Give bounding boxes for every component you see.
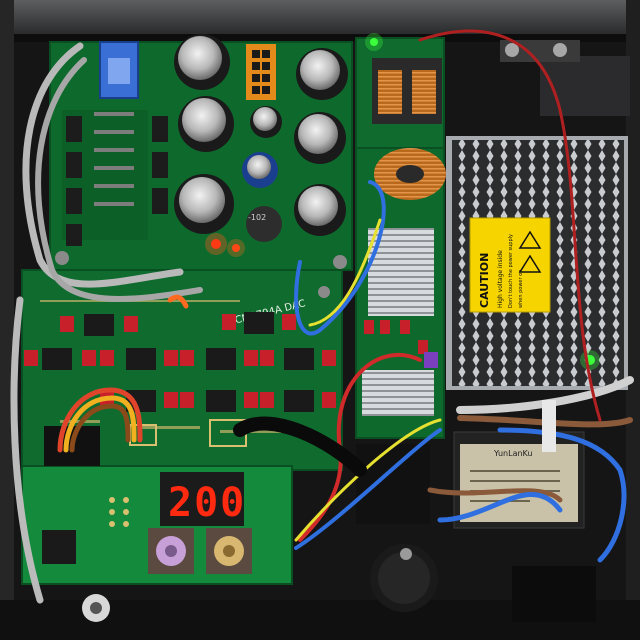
volume-display: 200 <box>168 480 246 526</box>
cable-tie <box>542 400 556 452</box>
chassis-left-wall <box>0 0 14 640</box>
upper-board: -102 <box>49 34 353 298</box>
warning-triangle-icon <box>518 230 542 249</box>
rotary-encoder-right <box>206 528 252 574</box>
caution-line3: when power on <box>518 270 524 308</box>
regulator-board <box>355 33 446 439</box>
caution-line2: Don't touch the power supply <box>508 234 514 308</box>
iec-inlet <box>512 566 596 622</box>
status-led-green <box>370 38 378 46</box>
power-inductor <box>246 206 282 242</box>
chassis-top-wall <box>0 0 640 34</box>
rotary-encoder-left <box>148 528 194 574</box>
xlr-connector <box>356 444 438 612</box>
heatsink-lower <box>362 370 434 416</box>
display-board: 200 <box>21 426 293 585</box>
orange-connector <box>246 44 276 100</box>
foam-pad <box>540 56 630 116</box>
electrolytic-capacitors <box>174 34 348 236</box>
display-controller-ic <box>42 530 76 564</box>
opamp-ics <box>42 312 314 412</box>
power-supply: CAUTION High voltage inside Don't touch … <box>446 136 628 390</box>
shock-hazard-icon <box>518 254 542 273</box>
inductor-marking: -102 <box>248 213 266 222</box>
led-display-bezel <box>160 472 244 526</box>
chassis-right-wall <box>626 0 640 640</box>
caution-title: CAUTION <box>478 253 491 308</box>
caution-line1: High voltage inside <box>497 250 504 308</box>
caution-label: CAUTION High voltage inside Don't touch … <box>469 217 551 313</box>
filter-brand: YunLanKu <box>493 449 532 458</box>
wiring <box>10 29 634 604</box>
power-led <box>211 239 221 249</box>
